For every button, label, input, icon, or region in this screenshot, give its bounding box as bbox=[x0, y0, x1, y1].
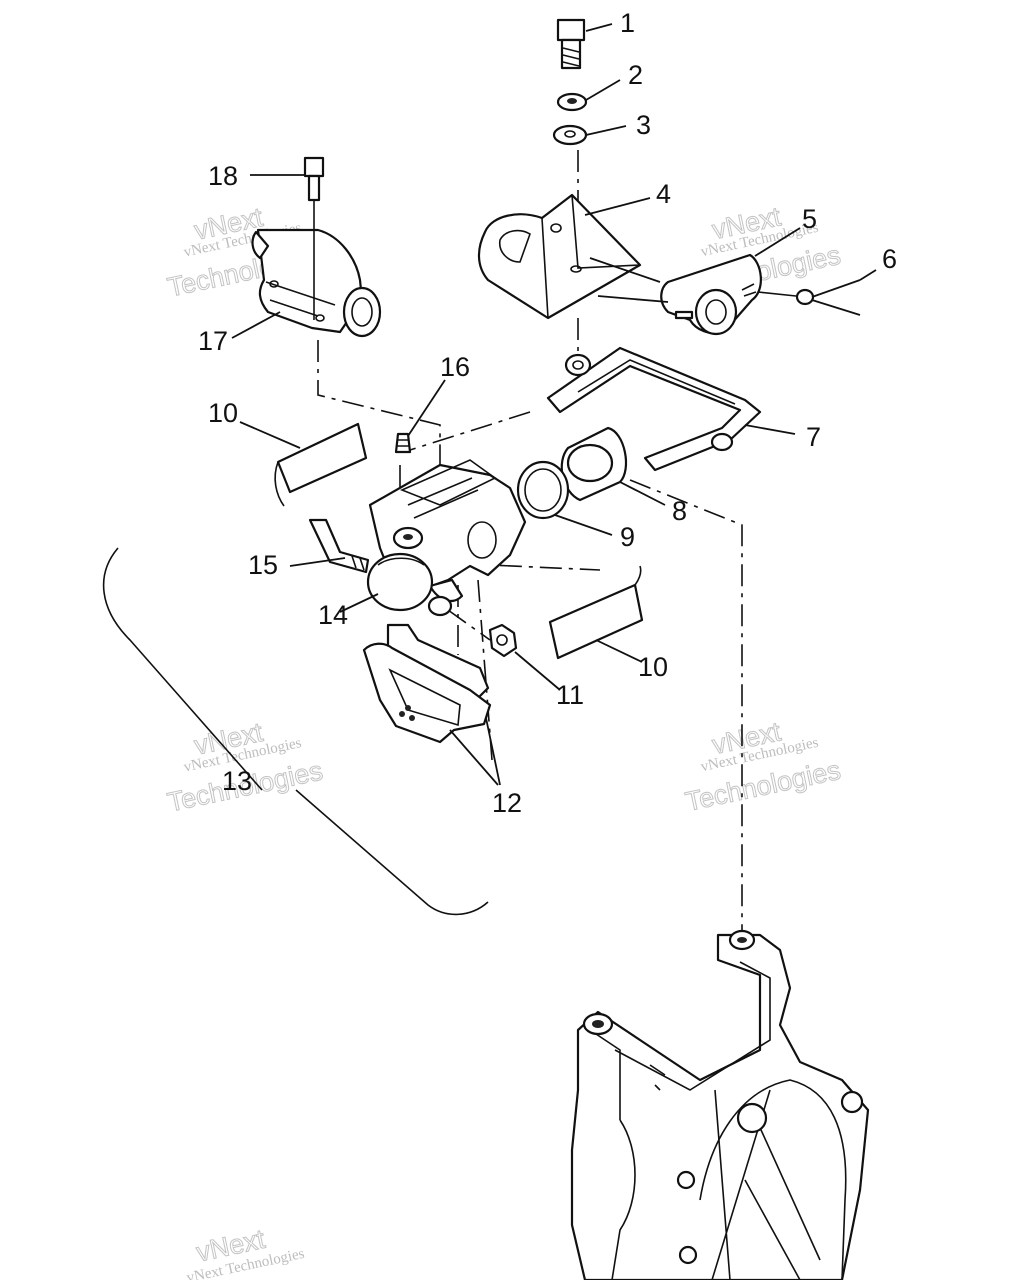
callout-15: 15 bbox=[248, 550, 278, 580]
watermark-bottom-left: vNext vNext Technologies bbox=[185, 1223, 306, 1280]
screw-18 bbox=[303, 156, 325, 320]
chaincase-housing bbox=[570, 929, 870, 1280]
callout-10-upper: 10 bbox=[208, 398, 238, 428]
bracket-plate-4 bbox=[477, 193, 642, 320]
seal-ring-9 bbox=[516, 460, 570, 520]
callout-10-lower: 10 bbox=[638, 652, 668, 682]
callout-12: 12 bbox=[492, 788, 522, 818]
callout-6: 6 bbox=[882, 244, 897, 274]
bolt-1 bbox=[556, 18, 586, 70]
leader-lines bbox=[231, 23, 877, 786]
callout-labels: 1 2 3 4 5 6 7 8 9 10 10 11 12 13 14 15 1… bbox=[198, 8, 897, 818]
callout-7: 7 bbox=[806, 422, 821, 452]
shim-10-upper bbox=[274, 422, 368, 507]
shim-10-lower bbox=[548, 565, 644, 660]
watermark-mid-right: vNext vNext Technologies Technologies bbox=[682, 716, 843, 818]
watermark-mid-left: vNext vNext Technologies Technologies bbox=[164, 716, 325, 818]
callout-9: 9 bbox=[620, 522, 635, 552]
nut-11 bbox=[488, 623, 518, 658]
callout-3: 3 bbox=[636, 110, 651, 140]
callout-18: 18 bbox=[208, 161, 238, 191]
lock-washer-2 bbox=[556, 92, 588, 112]
callout-16: 16 bbox=[440, 352, 470, 382]
piston-housing-14 bbox=[366, 552, 453, 617]
callout-17: 17 bbox=[198, 326, 228, 356]
callout-14: 14 bbox=[318, 600, 348, 630]
bleeder-hose-15 bbox=[308, 518, 370, 574]
callout-5: 5 bbox=[802, 204, 817, 234]
callout-8: 8 bbox=[672, 496, 687, 526]
callout-13: 13 bbox=[222, 766, 252, 796]
bleeder-screw-16 bbox=[394, 432, 412, 454]
callout-2: 2 bbox=[628, 60, 643, 90]
callout-4: 4 bbox=[656, 179, 671, 209]
piston-8 bbox=[560, 426, 628, 502]
reservoir-17 bbox=[251, 228, 382, 338]
frame-bracket-7 bbox=[546, 346, 762, 472]
grease-fitting-6 bbox=[757, 279, 861, 316]
brake-disc-13 bbox=[102, 547, 489, 916]
flat-washer-3 bbox=[552, 124, 588, 146]
callout-11: 11 bbox=[556, 680, 584, 710]
callout-1: 1 bbox=[620, 8, 635, 38]
pivot-sleeve-5 bbox=[589, 253, 762, 336]
brake-pads-12 bbox=[362, 623, 492, 744]
